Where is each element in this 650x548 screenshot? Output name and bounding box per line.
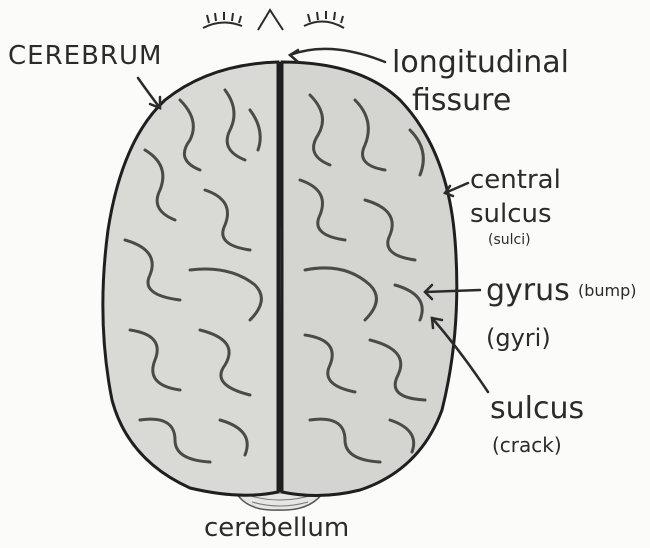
gyrus-note: (bump) bbox=[578, 281, 637, 300]
left-hemisphere bbox=[103, 62, 278, 495]
longitudinal-fissure-label-line2: fissure bbox=[412, 83, 511, 118]
central-sulcus-note: (sulci) bbox=[488, 232, 531, 248]
cerebrum-label: CEREBRUM bbox=[8, 41, 162, 71]
central-sulcus-label-line1: central bbox=[470, 165, 561, 195]
face-sketch bbox=[203, 10, 344, 30]
sulcus-label: sulcus bbox=[490, 391, 584, 426]
longitudinal-fissure-label-line1: longitudinal bbox=[392, 45, 569, 80]
sulcus-note: (crack) bbox=[492, 433, 562, 457]
gyri-label: (gyri) bbox=[486, 324, 551, 352]
cerebellum-label: cerebellum bbox=[204, 513, 349, 543]
gyrus-label: gyrus bbox=[486, 273, 570, 308]
brain-hemispheres bbox=[103, 62, 457, 496]
central-sulcus-label-line2: sulcus bbox=[470, 199, 552, 229]
fissure-line bbox=[279, 62, 280, 492]
